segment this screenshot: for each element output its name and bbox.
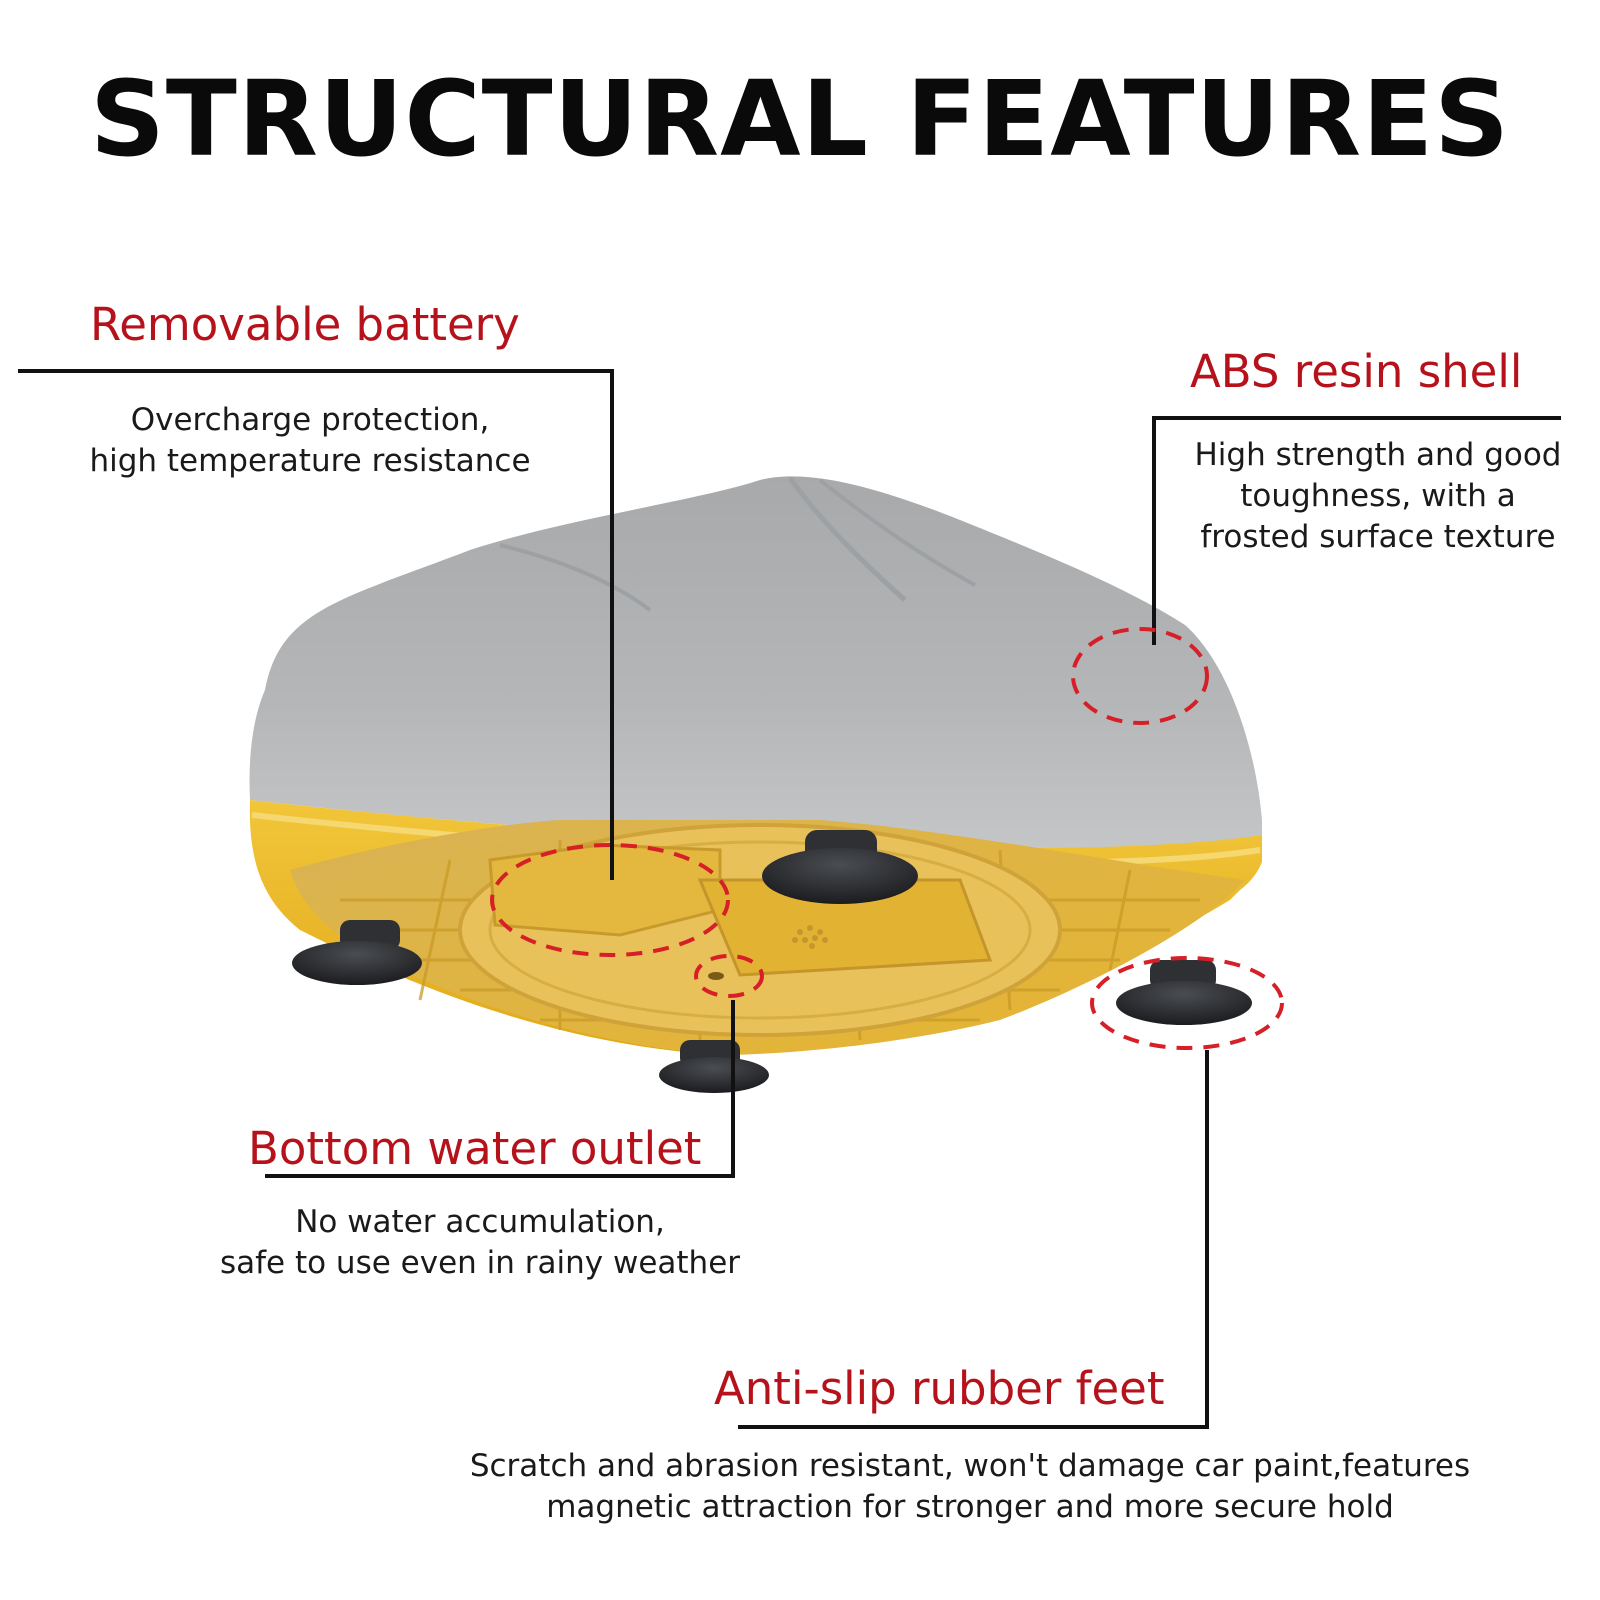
shell-ridge <box>499 543 652 612</box>
shell-desc-line: frosted surface texture <box>1200 519 1556 555</box>
outlet-desc-line: No water accumulation, <box>295 1204 665 1240</box>
leader-shell <box>1152 416 1561 645</box>
leader-outlet <box>265 1000 735 1178</box>
highlight-feet <box>1090 956 1284 1050</box>
outlet-callout-desc: No water accumulation, safe to use even … <box>200 1202 760 1284</box>
battery-desc-line: Overcharge protection, <box>130 402 490 438</box>
feet-callout-desc: Scratch and abrasion resistant, won't da… <box>440 1446 1500 1528</box>
highlight-outlet <box>694 954 764 998</box>
shell-ridge <box>787 476 907 602</box>
speaker-grille <box>792 925 828 949</box>
shell-callout-desc: High strength and good toughness, with a… <box>1168 435 1588 558</box>
battery-callout-desc: Overcharge protection, high temperature … <box>80 400 540 482</box>
drain-hole <box>708 972 724 980</box>
leader-feet <box>738 1050 1209 1429</box>
outlet-desc-line: safe to use even in rainy weather <box>219 1245 741 1281</box>
leader-battery <box>18 369 614 880</box>
leader-lines <box>18 369 1561 1429</box>
highlight-battery <box>490 843 730 957</box>
rubber-foot <box>1116 960 1252 1025</box>
shell-desc-line: High strength and good <box>1194 437 1562 473</box>
battery-callout-title: Removable battery <box>90 298 520 351</box>
battery-desc-line: high temperature resistance <box>89 443 531 479</box>
page-title: STRUCTURAL FEATURES <box>89 58 1511 180</box>
shell-desc-line: toughness, with a <box>1240 478 1516 514</box>
rubber-foot <box>659 1040 769 1093</box>
highlight-shell <box>1071 627 1209 725</box>
shell-callout-title: ABS resin shell <box>1190 345 1523 398</box>
outlet-callout-title: Bottom water outlet <box>248 1122 702 1175</box>
rubber-foot <box>292 920 422 985</box>
highlight-circles <box>490 627 1284 1050</box>
shell-body <box>249 476 1263 852</box>
base-plate-inner <box>488 840 1032 1020</box>
shell-ridge <box>818 478 976 587</box>
feet-desc-line: Scratch and abrasion resistant, won't da… <box>469 1448 1471 1484</box>
feet-desc-line: magnetic attraction for stronger and mor… <box>546 1489 1394 1525</box>
feet-callout-title: Anti-slip rubber feet <box>714 1362 1165 1415</box>
rubber-foot <box>762 830 918 904</box>
